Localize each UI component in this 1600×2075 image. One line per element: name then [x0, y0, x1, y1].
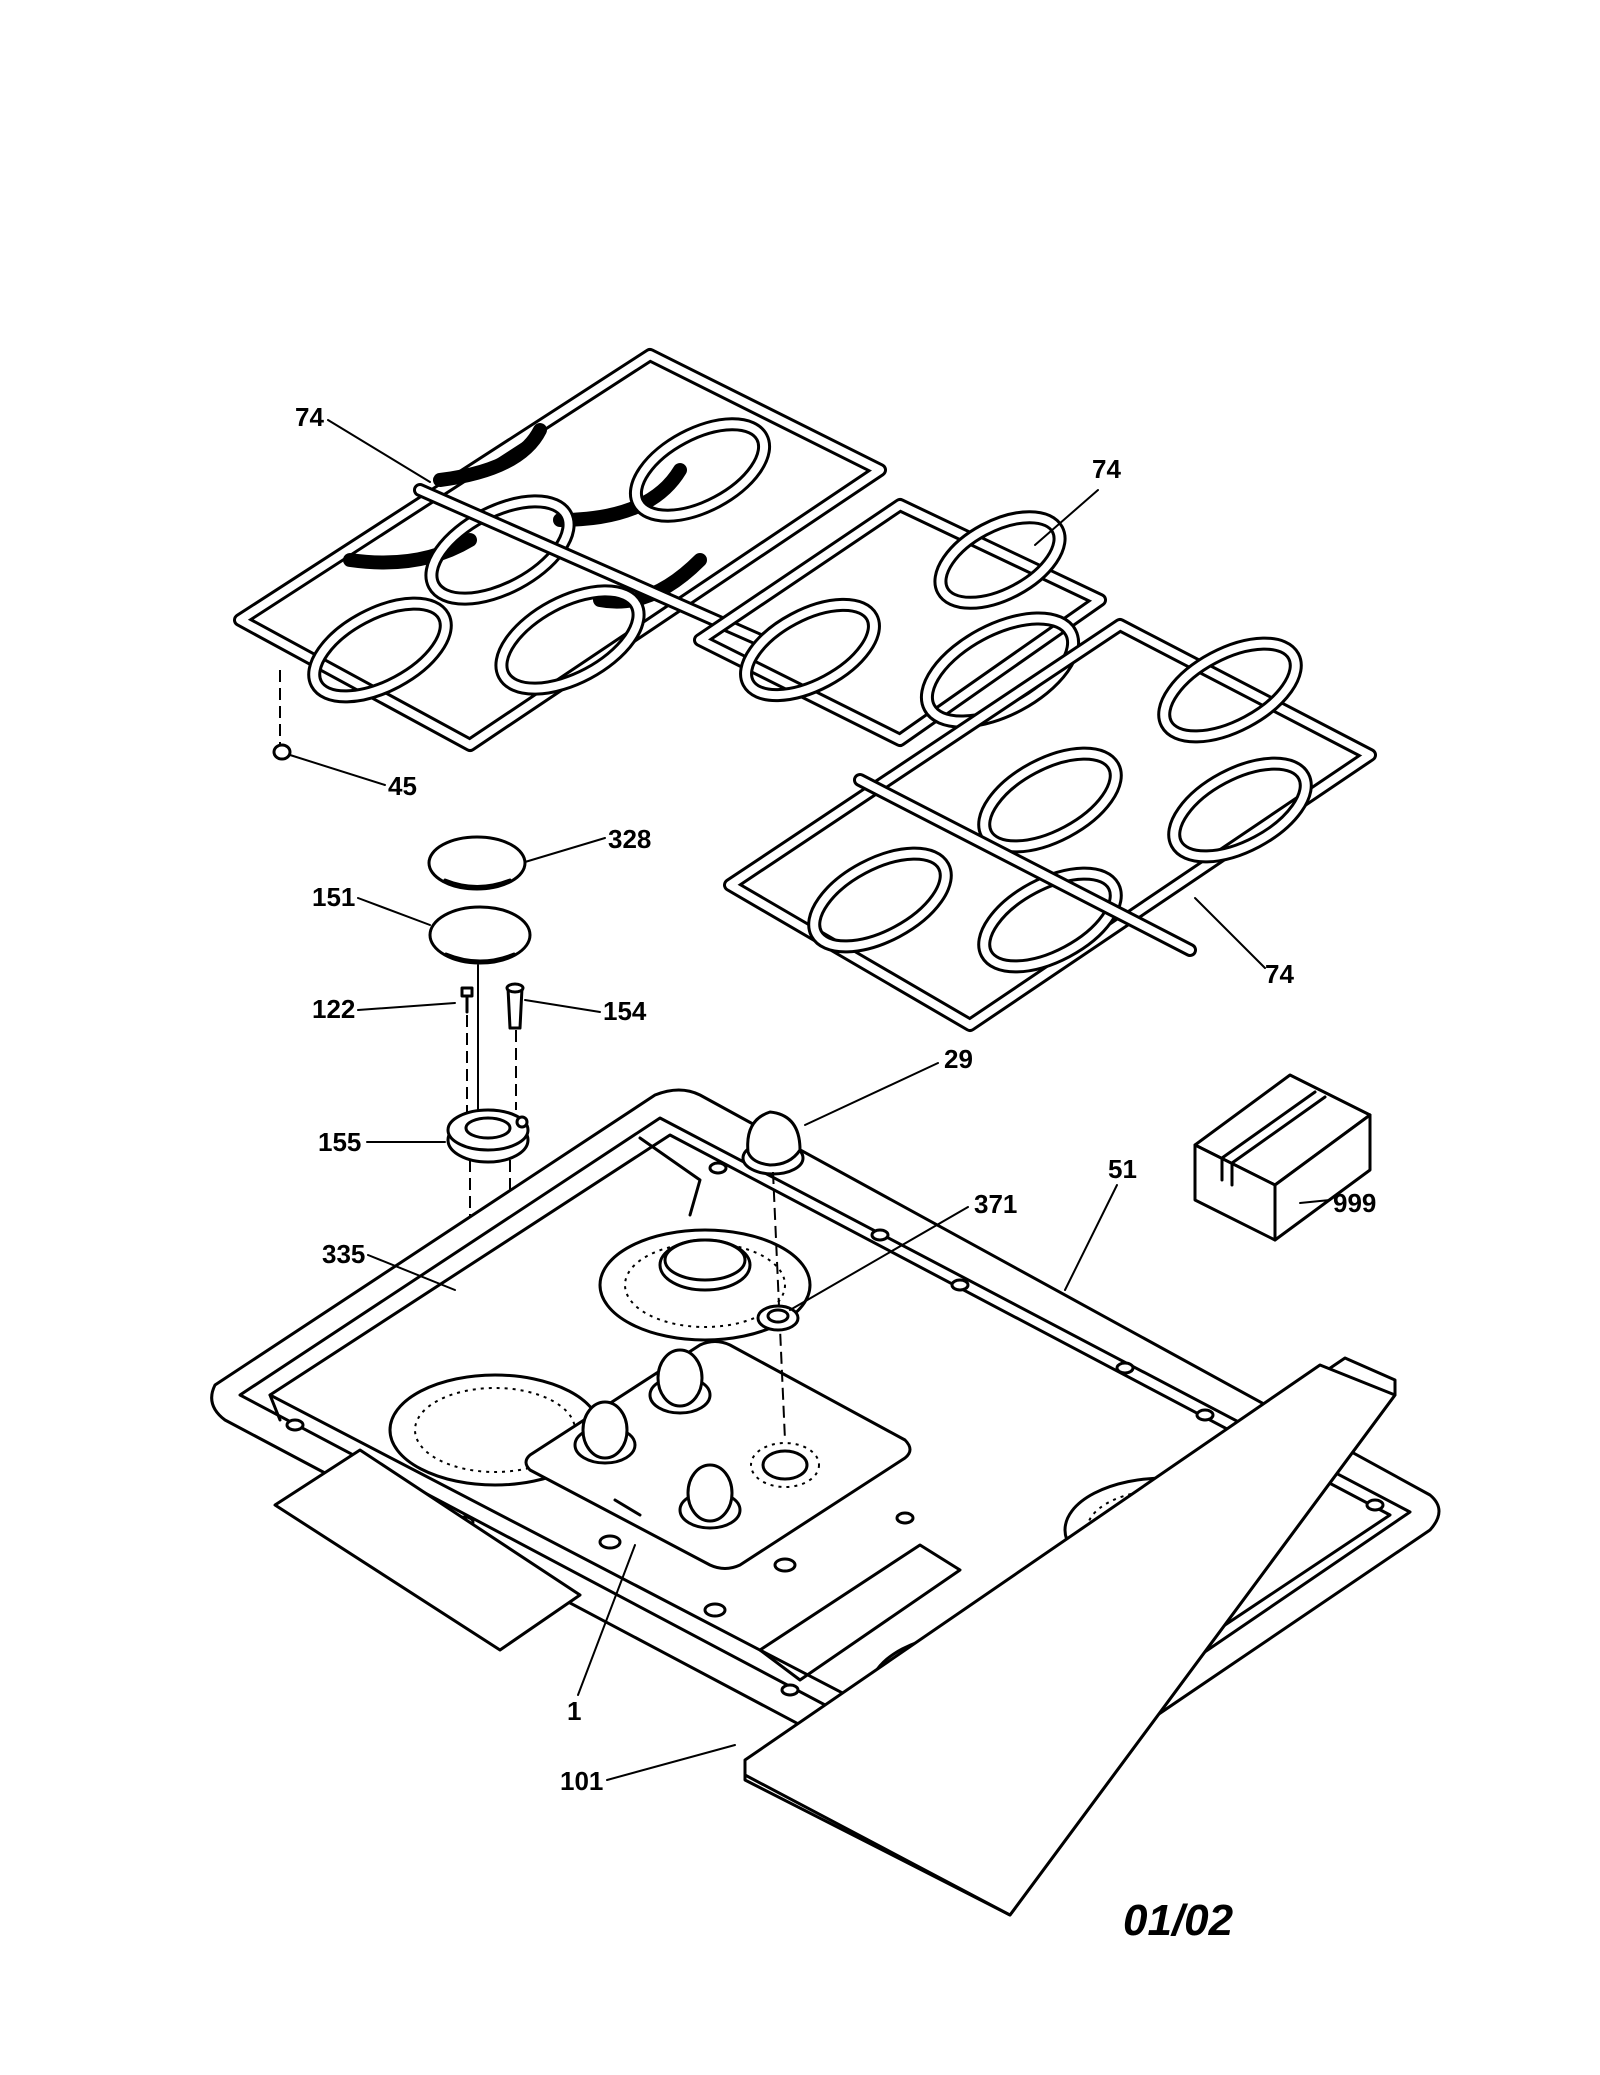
knob-ring — [756, 1304, 800, 1332]
grate-right — [723, 618, 1377, 1032]
label-knob: 29 — [944, 1044, 973, 1074]
burner-cap-top — [427, 835, 527, 891]
label-control-panel: 1 — [567, 1696, 581, 1726]
label-burner-cap: 151 — [312, 882, 355, 912]
insulation-pad-left — [273, 1448, 582, 1652]
label-screw: 122 — [312, 994, 355, 1024]
grate-left — [233, 348, 887, 752]
label-grate-center: 74 — [1092, 454, 1121, 484]
label-cooktop: 51 — [1108, 1154, 1137, 1184]
kit-box — [1193, 1073, 1372, 1242]
grate-foot — [272, 670, 292, 761]
label-insulation: 101 — [560, 1766, 603, 1796]
label-burner-seal: 335 — [322, 1239, 365, 1269]
label-electrode: 154 — [603, 996, 647, 1026]
screw — [460, 986, 474, 1120]
control-panel — [524, 1340, 912, 1570]
label-grate-left: 74 — [295, 402, 324, 432]
label-burner-base: 155 — [318, 1127, 361, 1157]
label-knob-ring: 371 — [974, 1189, 1017, 1219]
grate-center — [693, 498, 1107, 747]
leader-lines — [289, 419, 1331, 1781]
label-foot: 45 — [388, 771, 417, 801]
burner-base — [446, 1108, 530, 1164]
insulation-pad-right — [743, 1356, 1397, 1917]
label-burner-cap-top: 328 — [608, 824, 651, 854]
label-kit-box: 999 — [1333, 1188, 1376, 1218]
label-grate-right: 74 — [1265, 959, 1294, 989]
electrode — [505, 982, 525, 1110]
burner-cap — [428, 905, 532, 965]
date-code: 01/02 — [1123, 1896, 1234, 1945]
